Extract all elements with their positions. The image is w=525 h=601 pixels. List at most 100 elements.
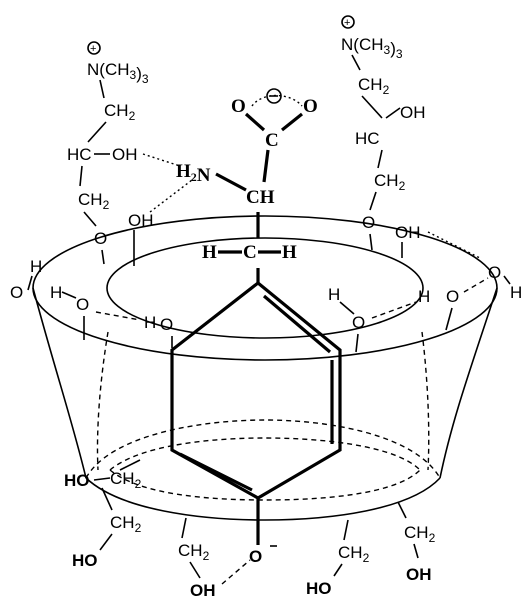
label-right-rim-oh: OH <box>395 223 421 242</box>
label-left-rim-oh: OH <box>128 211 154 230</box>
label-rim-o-right2: O <box>446 287 459 306</box>
bottom-left2-bond <box>101 487 113 511</box>
bottom-right2-ch2-oh <box>413 543 419 559</box>
label-right-nme3: N(CH3)3 <box>341 35 403 61</box>
bottom-right-bond <box>343 519 349 541</box>
label-ch2-c: C <box>243 242 257 263</box>
cone-inner-right-dash <box>421 331 430 471</box>
label-rim-o-left2: O <box>76 295 89 314</box>
label-rim-o-center: O <box>160 315 173 334</box>
cone-bottom-inner-front <box>109 469 421 501</box>
bottom-center-bond <box>181 517 187 539</box>
left-plus-charge <box>87 41 101 55</box>
carboxylate-minus-charge <box>266 88 282 104</box>
left-bond-o-rim <box>101 249 105 265</box>
cone-bottom-front <box>85 477 441 521</box>
left-plus-sign: + <box>90 43 96 55</box>
label-ch2-h-right: H <box>282 242 297 263</box>
inner-rim <box>106 237 424 339</box>
label-bottom-ch2-right: CH2 <box>338 543 370 565</box>
right-bond-c-oh <box>385 107 401 119</box>
label-carboxyl-o1: O <box>231 96 246 117</box>
label-left-ch2-low: CH2 <box>78 190 110 212</box>
rim-hbond-right <box>371 301 417 319</box>
label-right-oh: OH <box>400 103 426 122</box>
label-rim-o-right: O <box>352 313 365 332</box>
rim-right-stem <box>355 333 359 353</box>
label-left-ch2-top: CH2 <box>104 101 136 123</box>
rim-left2-oh-bond <box>61 291 77 299</box>
carboxylate-delocalization <box>251 94 303 107</box>
left-bond-hc-ch2 <box>79 165 83 187</box>
cone-inner-left-dash <box>96 331 109 471</box>
rim-far-right-oh-bond <box>503 275 511 285</box>
left-bond-ch2-o <box>83 211 97 227</box>
label-rim-h-center: H <box>144 313 156 332</box>
label-right-ch2-top: CH2 <box>358 75 390 97</box>
label-bottom-ch2-left2: CH2 <box>110 513 142 535</box>
bottom-center-ch2-oh <box>189 561 201 579</box>
bond-c-o2 <box>281 112 303 132</box>
bond-c-o1 <box>244 112 266 132</box>
right-bond-n-ch2 <box>351 54 361 71</box>
label-rim-o-far-right: O <box>488 263 501 282</box>
lower-rim-hydroxymethyls: HO CH2 CH2 HO CH2 OH O CH2 HO CH2 OH <box>64 459 436 600</box>
label-carboxyl-c: C <box>265 130 279 151</box>
label-left-oh: OH <box>112 145 138 164</box>
bottom-left-stem <box>119 459 141 471</box>
label-right-o: O <box>362 213 375 232</box>
cone-right-wall <box>439 287 498 479</box>
rim-hbond-left <box>95 311 141 321</box>
label-rim-h-right2: H <box>418 287 430 306</box>
bottom-right2-bond <box>397 501 407 519</box>
bond-ch-n <box>215 172 247 192</box>
rim-right2-stem <box>445 307 453 331</box>
rim-right-oh-bond <box>339 301 355 315</box>
cone-bottom-back <box>85 419 441 479</box>
bottom-hbond-phenolate <box>221 559 251 585</box>
label-h2n: H2N <box>176 161 211 186</box>
right-bond-ch2-o <box>369 191 377 211</box>
cone-bottom-inner-back <box>109 437 421 471</box>
rim-far-left-oh-bond <box>27 275 33 291</box>
benzene-double-bond-3 <box>179 452 253 492</box>
left-substituent-arm: + N(CH3)3 CH2 HC OH CH2 O OH <box>67 41 193 266</box>
left-bond-ch2-hc <box>87 121 107 143</box>
label-bottom-ho-left: HO <box>64 471 90 490</box>
label-alpha-ch: CH <box>246 187 275 208</box>
label-phenolate-o: O <box>249 547 262 566</box>
right-bond-o-rim <box>369 233 373 251</box>
label-bottom-ch2-center: CH2 <box>178 541 210 563</box>
label-right-ch2-low: CH2 <box>374 171 406 193</box>
label-right-hc: HC <box>355 129 380 148</box>
cyclodextrin-cone <box>32 215 498 521</box>
label-bottom-ho-right: HO <box>306 579 332 598</box>
label-rim-h-far-left: H <box>30 257 42 276</box>
label-left-nme3: N(CH3)3 <box>87 60 149 86</box>
right-substituent-arm: + N(CH3)3 CH2 OH HC CH2 O OH <box>341 15 481 259</box>
benzene-hexagon <box>170 280 342 500</box>
benzene-double-bond-1 <box>262 294 332 354</box>
upper-rim-hydroxyls: H O H O H O H O H O O H <box>10 257 522 353</box>
rim-hbond-far-right <box>463 277 489 293</box>
left-hbond-rim-n <box>149 179 193 213</box>
label-left-o: O <box>94 229 107 248</box>
left-bond-n-ch2 <box>99 79 105 99</box>
amino-acid-backbone: C H H CH H2N C O O <box>176 88 318 263</box>
left-hbond-oh-n <box>142 153 181 167</box>
label-bottom-oh-center: OH <box>190 581 216 600</box>
label-rim-h-left2: H <box>50 283 62 302</box>
cone-left-wall <box>32 287 87 479</box>
right-bond-ch2-hc <box>361 95 383 119</box>
bottom-left-bond-ho-ch2 <box>93 477 111 481</box>
label-bottom-ho-left2: HO <box>72 551 98 570</box>
label-rim-h-right: H <box>328 285 340 304</box>
right-bond-hc-ch2 <box>377 149 383 169</box>
label-rim-o-far-left: O <box>10 283 23 302</box>
label-bottom-oh-right: OH <box>406 565 432 584</box>
right-plus-sign: + <box>344 17 350 29</box>
right-hbond-rim <box>427 231 481 259</box>
bottom-right-ch2-ho <box>333 563 343 577</box>
